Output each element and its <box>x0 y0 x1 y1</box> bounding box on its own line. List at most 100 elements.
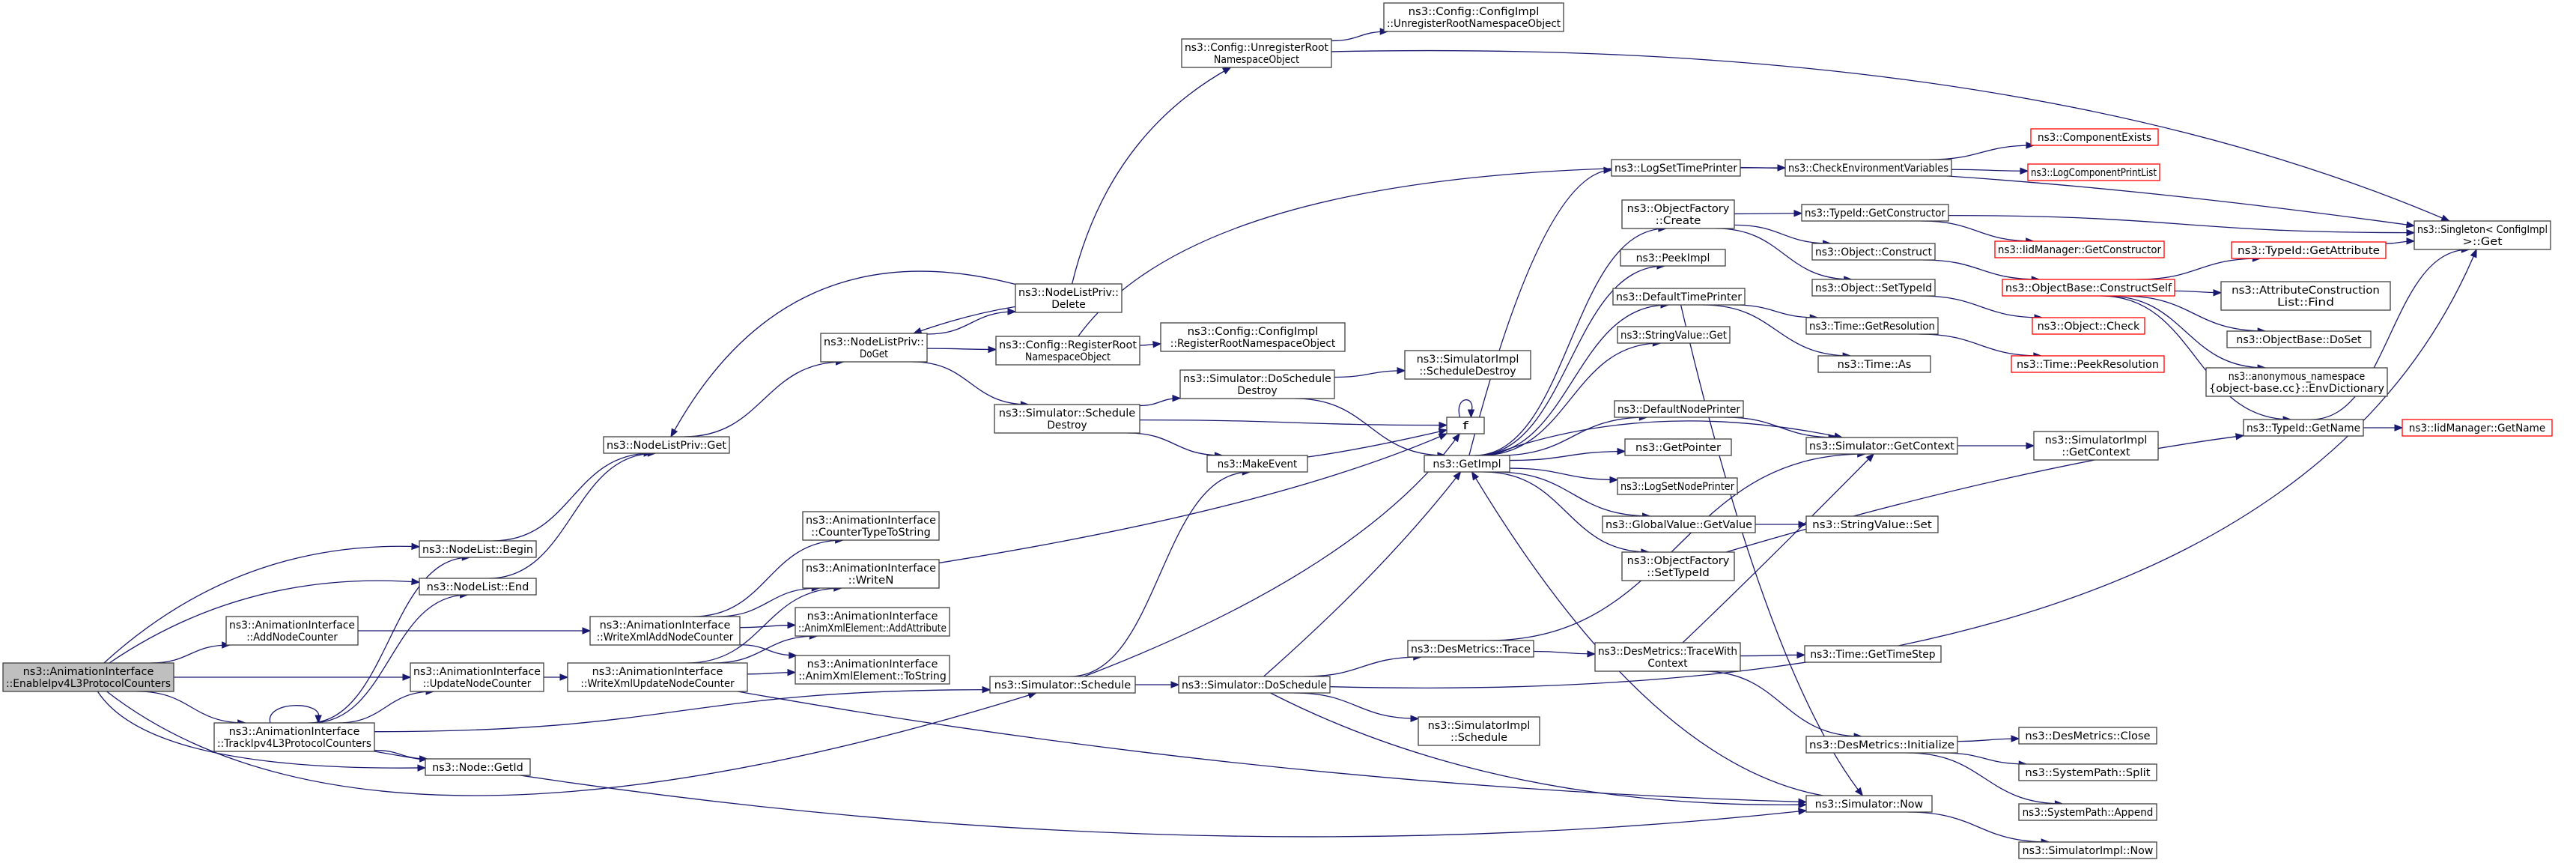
edge-simDoSchedule-to-simNow <box>1270 692 1808 809</box>
node-label: ::ScheduleDestroy <box>1419 366 1516 378</box>
graph-node-toString[interactable]: ns3::AnimationInterface::AnimXmlElement:… <box>795 655 950 685</box>
node-box <box>567 662 748 692</box>
graph-node-nodeGetId[interactable]: ns3::Node::GetId <box>425 758 531 776</box>
graph-node-typeIdGetAttr[interactable]: ns3::TypeId::GetAttribute <box>2231 241 2387 259</box>
graph-node-singletonGet[interactable]: ns3::Singleton< ConfigImpl >::Get <box>2414 220 2551 250</box>
graph-node-cfgImplRegister[interactable]: ns3::Config::ConfigImpl::RegisterRootNam… <box>1160 322 1346 352</box>
graph-node-logSetTimePrinter[interactable]: ns3::LogSetTimePrinter <box>1611 159 1741 177</box>
node-label: ::WriteXmlAddNodeCounter <box>597 632 734 644</box>
graph-node-checkEnv[interactable]: ns3::CheckEnvironmentVariables <box>1784 159 1952 177</box>
node-label: ns3::DesMetrics::TraceWith <box>1598 646 1737 658</box>
node-label: ns3::TypeId::GetConstructor <box>1805 208 1945 219</box>
graph-node-nlpDoGet[interactable]: ns3::NodeListPriv::DoGet <box>820 333 928 363</box>
graph-node-iidGetName[interactable]: ns3::IidManager::GetName <box>2402 419 2553 437</box>
graph-node-addNodeCounter[interactable]: ns3::AnimationInterface::AddNodeCounter <box>225 616 359 646</box>
graph-node-peekImpl[interactable]: ns3::PeekImpl <box>1620 249 1726 267</box>
graph-node-writeN[interactable]: ns3::AnimationInterface::WriteN <box>802 559 940 589</box>
graph-node-timePeekRes[interactable]: ns3::Time::PeekResolution <box>2011 355 2165 373</box>
graph-node-getImpl[interactable]: ns3::GetImpl <box>1424 455 1510 473</box>
graph-node-compExists[interactable]: ns3::ComponentExists <box>2030 128 2159 146</box>
node-label: ns3::PeekImpl <box>1636 252 1710 264</box>
graph-node-logCompPrint[interactable]: ns3::LogComponentPrintList <box>2027 163 2160 181</box>
graph-node-counterType[interactable]: ns3::AnimationInterface::CounterTypeToSt… <box>802 511 940 541</box>
graph-node-nodeListEnd[interactable]: ns3::NodeList::End <box>419 578 537 596</box>
node-label: ::TrackIpv4L3ProtocolCounters <box>217 738 371 750</box>
edge-desTraceWith-to-desInit <box>1702 670 1863 740</box>
node-label: ns3::LogSetTimePrinter <box>1614 163 1737 175</box>
graph-node-desTrace[interactable]: ns3::DesMetrics::Trace <box>1407 640 1534 658</box>
node-box <box>1407 640 1534 658</box>
graph-node-typeIdGetCtor[interactable]: ns3::TypeId::GetConstructor <box>1801 204 1949 222</box>
node-box <box>2018 727 2157 745</box>
graph-node-writeXmlUpdate[interactable]: ns3::AnimationInterface::WriteXmlUpdateN… <box>567 662 748 692</box>
graph-node-objFactoryCreate[interactable]: ns3::ObjectFactory::Create <box>1621 199 1735 229</box>
graph-node-getPointer[interactable]: ns3::GetPointer <box>1624 438 1732 456</box>
node-label: ns3::AnimationInterface <box>229 726 360 738</box>
edge-root-to-nodeListEnd <box>109 578 421 664</box>
graph-node-timeGetRes[interactable]: ns3::Time::GetResolution <box>1805 317 1939 335</box>
edge-track-to-simSchedule <box>374 685 991 733</box>
graph-node-timeGetTimeStep[interactable]: ns3::Time::GetTimeStep <box>1804 645 1942 663</box>
graph-node-simSchedule[interactable]: ns3::Simulator::Schedule <box>989 676 1136 694</box>
edge-simNow-to-getImpl <box>1471 470 1823 796</box>
graph-node-defaultTimePrinter[interactable]: ns3::DefaultTimePrinter <box>1612 288 1746 306</box>
graph-node-desInit[interactable]: ns3::DesMetrics::Initialize <box>1805 736 1958 754</box>
graph-node-globalValueGet[interactable]: ns3::GlobalValue::GetValue <box>1602 515 1756 533</box>
graph-node-simNow[interactable]: ns3::Simulator::Now <box>1805 795 1933 813</box>
graph-node-objBaseConstructSelf[interactable]: ns3::ObjectBase::ConstructSelf <box>2002 279 2175 297</box>
graph-node-simImplSchedule[interactable]: ns3::SimulatorImpl::Schedule <box>1418 716 1540 746</box>
node-label: ns3::AnimationInterface <box>413 666 541 678</box>
graph-node-nlpGet[interactable]: ns3::NodeListPriv::Get <box>603 436 730 454</box>
graph-node-simImplGetContext[interactable]: ns3::SimulatorImpl::GetContext <box>2033 431 2159 461</box>
node-label: ns3::AnimationInterface <box>807 611 938 623</box>
graph-node-simSchedDestroy[interactable]: ns3::Simulator::ScheduleDestroy <box>994 404 1140 434</box>
node-box <box>2220 281 2391 311</box>
edge-globalValueGet-to-stringValueSet <box>1755 521 1808 528</box>
graph-node-writeXmlAdd[interactable]: ns3::AnimationInterface::WriteXmlAddNode… <box>589 616 741 646</box>
graph-node-logSetNodePrinter[interactable]: ns3::LogSetNodePrinter <box>1617 477 1738 495</box>
graph-node-cfgUnregister[interactable]: ns3::Config::UnregisterRootNamespaceObje… <box>1181 38 1332 68</box>
node-label: ns3::Object::Check <box>2038 321 2141 333</box>
graph-node-simDoSchedule[interactable]: ns3::Simulator::DoSchedule <box>1178 676 1331 694</box>
graph-node-stringValueSet[interactable]: ns3::StringValue::Set <box>1805 515 1939 533</box>
graph-node-updateNodeCounter[interactable]: ns3::AnimationInterface::UpdateNodeCount… <box>410 662 544 692</box>
graph-node-timeAs[interactable]: ns3::Time::As <box>1817 355 1931 373</box>
graph-node-f[interactable]: f <box>1446 417 1485 434</box>
graph-node-addAttribute[interactable]: ns3::AnimationInterface::AnimXmlElement:… <box>795 607 950 637</box>
node-box <box>1424 455 1510 473</box>
node-box <box>2018 803 2157 821</box>
edge-simSchedule-to-simDoSchedule <box>1134 681 1180 688</box>
graph-node-root[interactable]: ns3::AnimationInterface::EnableIpv4L3Pro… <box>2 662 174 692</box>
graph-node-simGetContext[interactable]: ns3::Simulator::GetContext <box>1805 437 1958 455</box>
graph-node-iidGetCtor[interactable]: ns3::IidManager::GetConstructor <box>1994 240 2165 258</box>
node-label: ns3::DesMetrics::Close <box>2025 730 2150 742</box>
graph-node-objSetTypeId[interactable]: ns3::Object::SetTypeId <box>1811 279 1936 297</box>
graph-node-envDictionary[interactable]: ns3::anonymous_namespace{object-base.cc}… <box>2205 367 2388 397</box>
graph-node-objConstruct[interactable]: ns3::Object::Construct <box>1811 243 1936 261</box>
graph-node-typeIdGetName[interactable]: ns3::TypeId::GetName <box>2243 419 2364 437</box>
graph-node-objFactorySetTypeId[interactable]: ns3::ObjectFactory::SetTypeId <box>1621 551 1735 581</box>
node-box <box>1614 400 1744 418</box>
graph-node-nlpDelete[interactable]: ns3::NodeListPriv::Delete <box>1015 283 1123 313</box>
graph-node-desClose[interactable]: ns3::DesMetrics::Close <box>2018 727 2157 745</box>
graph-node-spSplit[interactable]: ns3::SystemPath::Split <box>2018 763 2157 781</box>
graph-node-defaultNodePrinter[interactable]: ns3::DefaultNodePrinter <box>1614 400 1744 418</box>
graph-node-nodeListBegin[interactable]: ns3::NodeList::Begin <box>419 540 537 558</box>
node-label: ns3::SystemPath::Split <box>2025 767 2151 779</box>
graph-node-simImplNow[interactable]: ns3::SimulatorImpl::Now <box>2018 841 2157 859</box>
graph-node-spAppend[interactable]: ns3::SystemPath::Append <box>2018 803 2157 821</box>
graph-node-simImplSchedDestroy[interactable]: ns3::SimulatorImpl::ScheduleDestroy <box>1404 350 1531 380</box>
node-label: Context <box>1647 658 1688 670</box>
graph-node-cfgImplUnregister[interactable]: ns3::Config::ConfigImpl::UnregisterRootN… <box>1383 2 1564 32</box>
graph-node-track[interactable]: ns3::AnimationInterface::TrackIpv4L3Prot… <box>213 722 375 752</box>
edge-nlpDoGet-to-simSchedDestroy <box>912 361 1030 408</box>
graph-node-stringValueGet[interactable]: ns3::StringValue::Get <box>1617 326 1731 344</box>
graph-node-objCheck[interactable]: ns3::Object::Check <box>2032 317 2145 335</box>
graph-node-makeEvent[interactable]: ns3::MakeEvent <box>1206 455 1308 473</box>
graph-node-objBaseDoSet[interactable]: ns3::ObjectBase::DoSet <box>2226 330 2372 348</box>
graph-node-cfgRegister[interactable]: ns3::Config::RegisterRootNamespaceObject <box>995 336 1140 366</box>
node-label: ::UnregisterRootNamespaceObject <box>1387 18 1561 30</box>
